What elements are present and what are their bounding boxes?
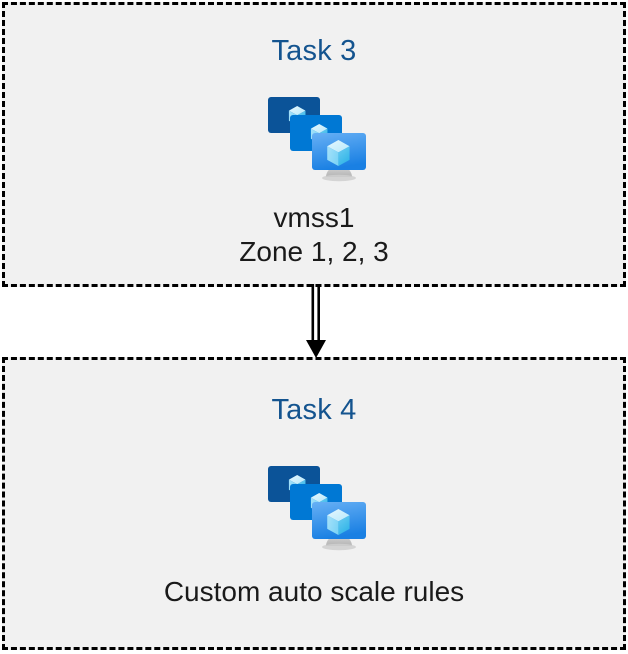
task-box-task4[interactable]: Task 4 [2, 357, 626, 650]
caption-line: Custom auto scale rules [163, 576, 465, 607]
caption-line: Zone 1, 2, 3 [239, 236, 389, 267]
vmss-icon [264, 93, 376, 188]
task-box-task3-title: Task 3 [271, 35, 357, 67]
task-box-task3-caption: vmss1 Zone 1, 2, 3 [5, 201, 623, 269]
task-box-task3-content: Task 3 [5, 5, 623, 284]
task-box-task3[interactable]: Task 3 [2, 2, 626, 287]
caption-line: vmss1 [273, 202, 355, 233]
task-box-task4-caption: Custom auto scale rules [5, 575, 623, 609]
task-box-task4-content: Task 4 [5, 360, 623, 647]
connector-arrow-task3-to-task4 [304, 284, 328, 360]
task-box-task4-title: Task 4 [271, 394, 357, 426]
vmss-icon [264, 462, 376, 557]
